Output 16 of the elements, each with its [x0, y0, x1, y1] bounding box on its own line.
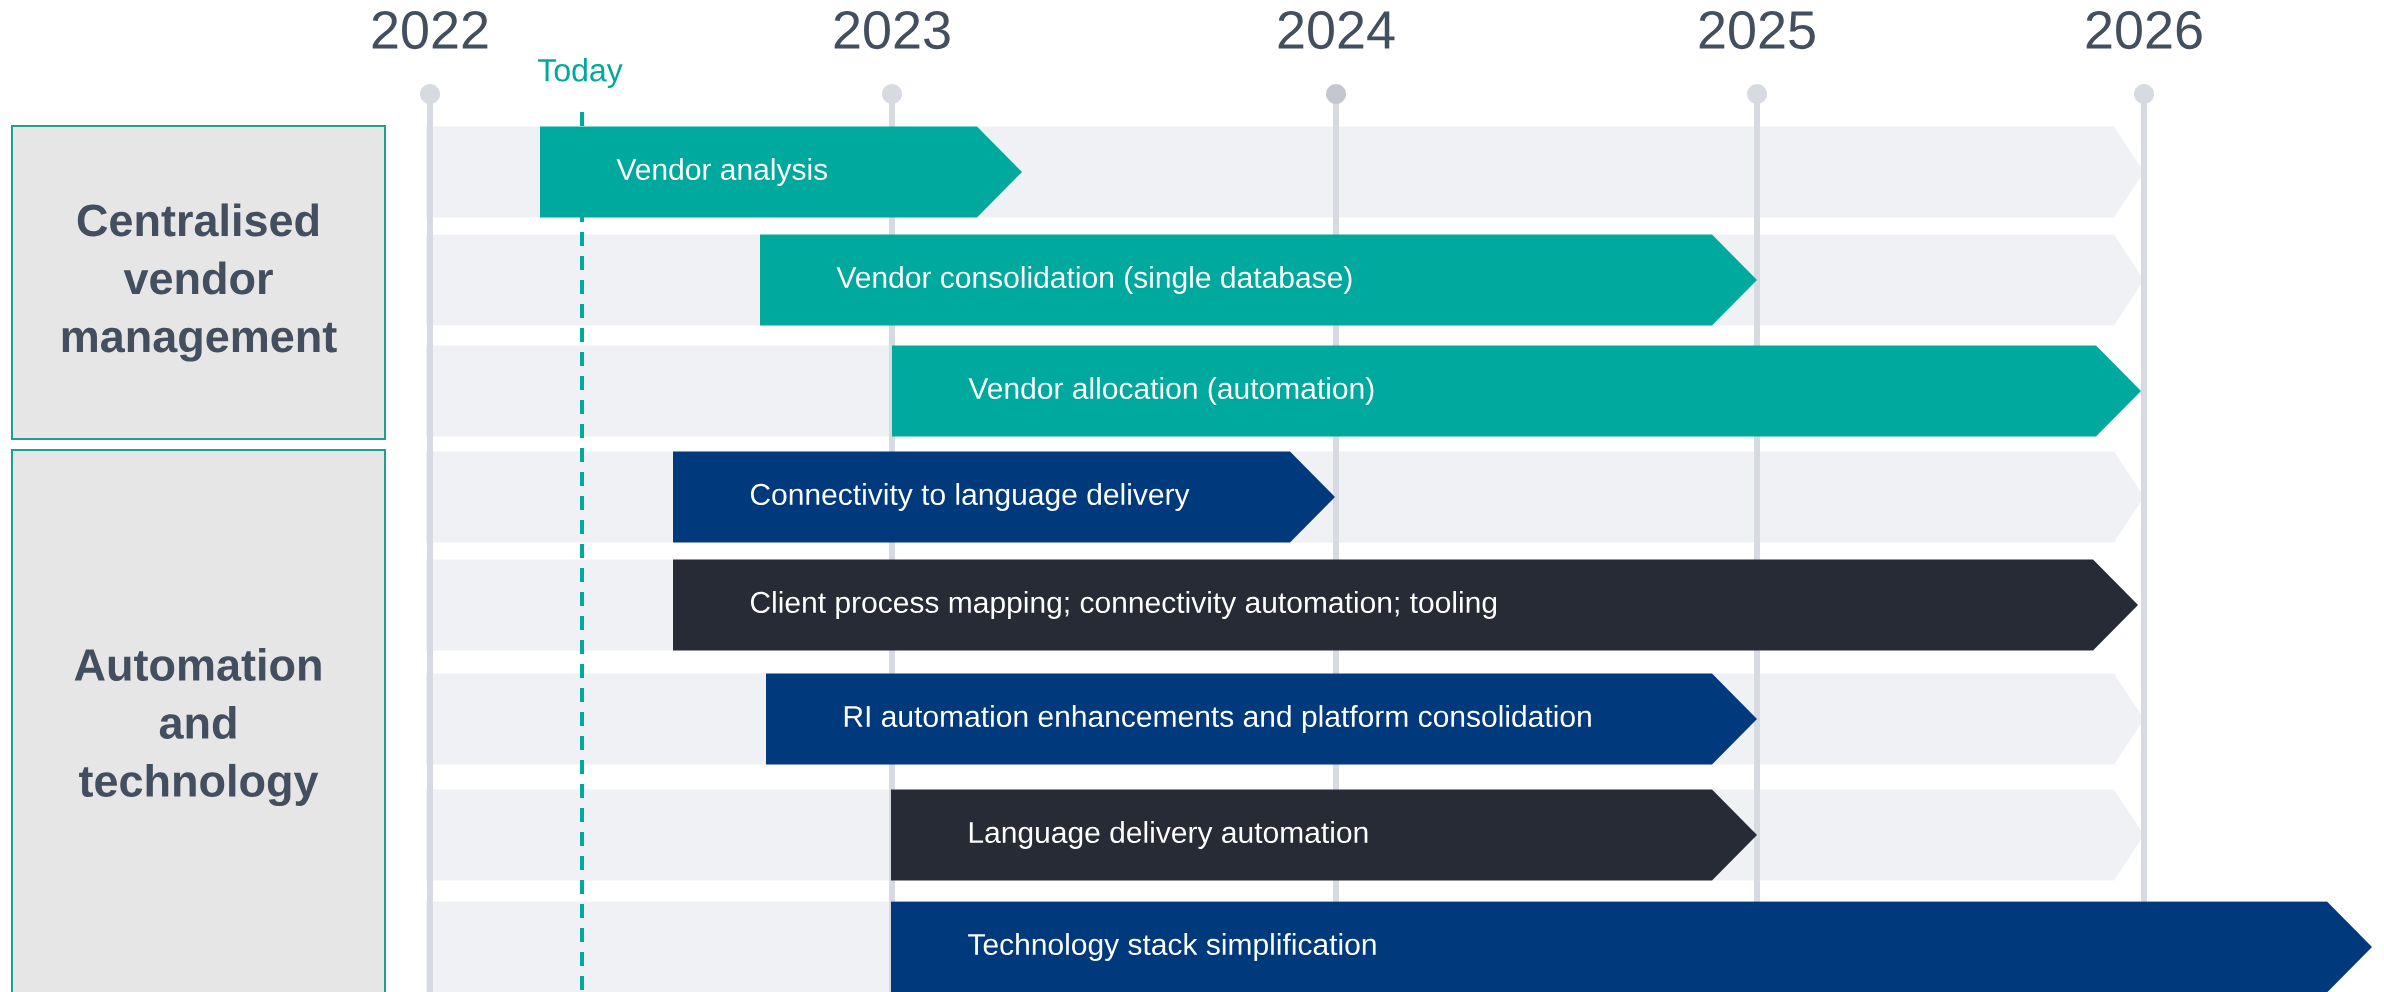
timeline-bar: Language delivery automation [891, 789, 1757, 881]
timeline-bar: RI automation enhancements and platform consolidation [766, 673, 1757, 765]
category-box: Centralised vendor management [11, 125, 386, 440]
year-label: 2023 [834, 10, 950, 50]
year-label: 2026 [2086, 10, 2202, 50]
timeline-bar: Vendor allocation (automation) [892, 345, 2141, 437]
timeline-bar: Client process mapping; connectivity automation; tooling [673, 559, 2138, 651]
timeline-bar: Vendor consolidation (single database) [760, 234, 1757, 326]
timeline-bar: Technology stack simplification [891, 901, 2372, 992]
category-box: Automation and technology [11, 449, 386, 992]
year-label: 2024 [1278, 10, 1395, 50]
timeline-bar: Vendor analysis [540, 126, 1022, 218]
today-label: Today [538, 58, 623, 88]
year-label: 2025 [1699, 10, 1815, 50]
timeline-bar: Connectivity to language delivery [673, 451, 1335, 543]
year-label: 2022 [372, 10, 488, 50]
